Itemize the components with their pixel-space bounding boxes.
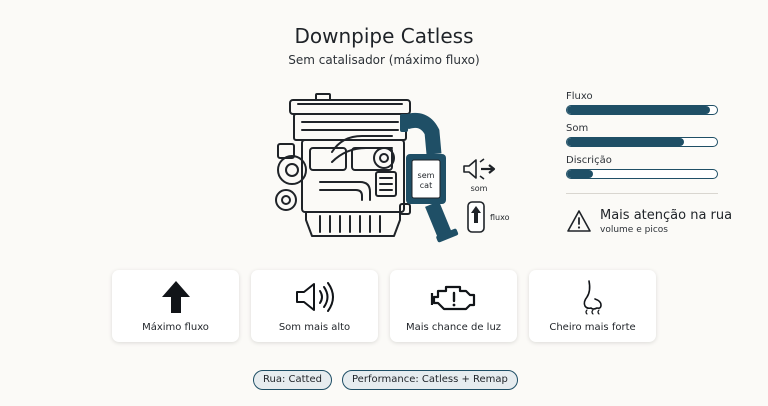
speaker-small-icon	[463, 158, 496, 180]
page-subtitle: Sem catalisador (máximo fluxo)	[288, 53, 480, 67]
card-max-flow: Máximo fluxo	[112, 270, 239, 342]
tag-performance-catless[interactable]: Performance: Catless + Remap	[342, 370, 518, 390]
divider	[566, 193, 718, 194]
meter-label: Fluxo	[566, 91, 593, 102]
downpipe-drawing	[400, 112, 459, 243]
meter-label: Discrição	[566, 155, 612, 166]
card-label: Som mais alto	[278, 322, 351, 333]
meter-label: Som	[566, 123, 589, 134]
meter-fill	[567, 106, 710, 114]
warning-title: Mais atenção na rua	[600, 208, 733, 223]
page-title: Downpipe Catless	[294, 24, 474, 48]
meter-flow: Fluxo	[566, 91, 718, 115]
meter-sound: Som	[566, 123, 718, 147]
card-louder-sound: Som mais alto	[251, 270, 378, 342]
cat-label-line2: cat	[420, 181, 432, 190]
meter-fill	[567, 138, 684, 146]
flow-pipe-icon	[467, 201, 485, 233]
card-check-engine: Mais chance de luz	[390, 270, 517, 342]
cat-label-line1: sem	[418, 171, 435, 180]
tag-street-catted[interactable]: Rua: Catted	[253, 370, 332, 390]
sound-label: som	[471, 184, 488, 193]
flow-label: fluxo	[490, 213, 510, 222]
arrow-up-icon	[161, 281, 190, 313]
card-label: Máximo fluxo	[142, 322, 209, 333]
card-label: Cheiro mais forte	[549, 322, 636, 333]
meter-track	[566, 137, 718, 147]
engine-block-drawing	[275, 93, 411, 237]
engine-downpipe-illustration: sem cat som fluxo	[275, 93, 510, 243]
warning-subtitle: volume e picos	[600, 225, 668, 235]
meter-track	[566, 169, 718, 179]
meter-track	[566, 105, 718, 115]
meter-fill	[567, 170, 593, 178]
meter-discretion: Discrição	[566, 155, 718, 179]
warning-triangle-icon	[567, 210, 591, 232]
nose-smell-icon	[583, 280, 602, 315]
card-stronger-smell: Cheiro mais forte	[529, 270, 656, 342]
meters-panel: Fluxo Som Discrição	[566, 91, 718, 187]
check-engine-icon	[430, 285, 475, 311]
warning-block: Mais atenção na rua volume e picos	[566, 206, 746, 238]
card-label: Mais chance de luz	[405, 322, 502, 333]
speaker-icon	[295, 282, 334, 312]
